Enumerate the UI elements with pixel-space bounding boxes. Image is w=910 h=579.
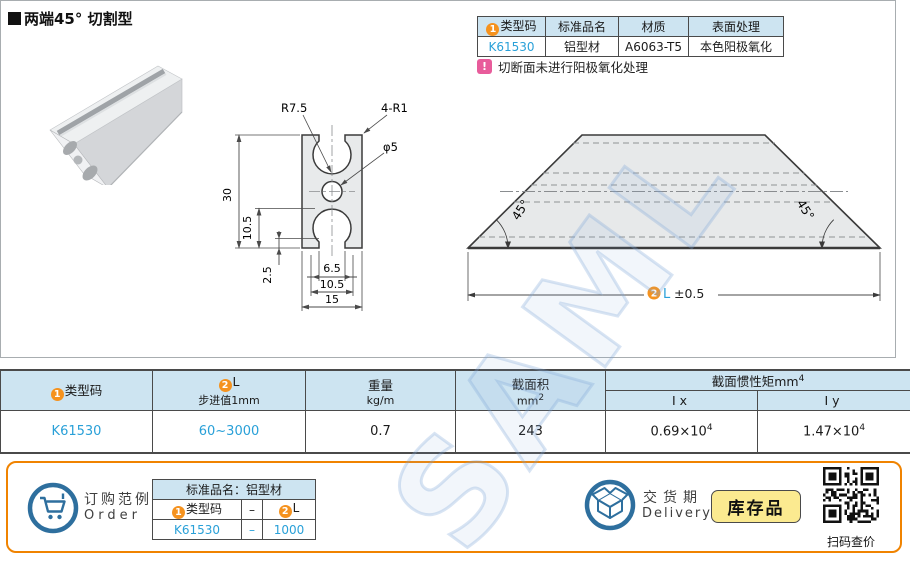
info-header-surface: 表面处理 xyxy=(689,17,784,37)
spec-weight: 0.7 xyxy=(306,411,456,454)
title-square-icon xyxy=(8,12,21,25)
order-length-value[interactable]: 1000 xyxy=(263,520,316,540)
delivery-label-cn: 交货期 xyxy=(643,487,703,507)
length-letter: L xyxy=(663,287,671,302)
dim-hole-diameter: φ5 xyxy=(383,140,398,154)
order-dash-value: – xyxy=(242,520,263,540)
dim-slot-radius: R7.5 xyxy=(281,101,307,115)
info-type-code-link[interactable]: K61530 xyxy=(478,37,546,57)
note: ! 切断面未进行阳极氧化处理 xyxy=(477,57,648,76)
order-type-code[interactable]: K61530 xyxy=(153,520,242,540)
page-title: 两端45° 切割型 xyxy=(8,8,133,29)
delivery-label-en: Delivery xyxy=(642,506,712,521)
spec-header-iy: Iy xyxy=(758,391,910,411)
info-header-material: 材质 xyxy=(619,17,689,37)
spec-length-range[interactable]: 60~3000 xyxy=(153,411,306,454)
spec-header-ix: Ix xyxy=(606,391,758,411)
note-text: 切断面未进行阳极氧化处理 xyxy=(498,57,648,76)
order-label-en: Order xyxy=(84,508,141,523)
spec-iy: 1.47×104 xyxy=(758,411,910,454)
qr-code xyxy=(823,467,879,523)
info-surface: 本色阳极氧化 xyxy=(689,37,784,57)
circle-1-icon: 1 xyxy=(172,506,185,519)
qr-caption: 扫码查价 xyxy=(815,533,887,550)
circle-1-icon: 1 xyxy=(486,23,499,36)
spec-header-weight: 重量 kg/m xyxy=(306,370,456,411)
spec-header-area: 截面积 mm2 xyxy=(456,370,606,411)
dim-height-slot: 10.5 xyxy=(241,216,254,241)
spec-type-code-link[interactable]: K61530 xyxy=(1,411,153,454)
info-product-name: 铝型材 xyxy=(546,37,619,57)
spec-header-inertia: 截面惯性矩mm4 xyxy=(606,370,910,391)
circle-2-icon: 2 xyxy=(219,379,232,392)
order-table-title: 标准品名：铝型材 xyxy=(153,480,316,500)
dim-width-slot: 10.5 xyxy=(320,278,345,291)
dim-width-opening: 6.5 xyxy=(323,262,341,275)
info-header-name: 标准品名 xyxy=(546,17,619,37)
dim-corner-radius: 4-R1 xyxy=(381,101,408,115)
circle-2-icon: 2 xyxy=(279,505,292,518)
length-tolerance: ±0.5 xyxy=(674,286,704,301)
side-view-drawing: 45° 45° 2 L ±0.5 xyxy=(450,95,900,310)
package-icon xyxy=(583,478,637,532)
order-dash: – xyxy=(242,500,263,520)
dim-width-total: 15 xyxy=(325,293,339,306)
length-circle-num: 2 xyxy=(651,289,658,300)
page-title-text: 两端45° 切割型 xyxy=(24,8,133,29)
circle-1-icon: 1 xyxy=(51,388,64,401)
order-label-cn: 订购范例 xyxy=(84,489,152,509)
dim-height-lip: 2.5 xyxy=(261,266,274,284)
product-image xyxy=(12,30,222,185)
cart-icon xyxy=(26,481,80,535)
spec-ix: 0.69×104 xyxy=(606,411,758,454)
cross-section-drawing: 30 10.5 2.5 6.5 10.5 15 R7.5 4-R1 φ5 xyxy=(215,95,450,325)
spec-area: 243 xyxy=(456,411,606,454)
dim-height-total: 30 xyxy=(221,188,234,202)
stock-badge: 库存品 xyxy=(711,490,801,523)
info-material: A6063-T5 xyxy=(619,37,689,57)
warning-icon: ! xyxy=(477,59,492,74)
